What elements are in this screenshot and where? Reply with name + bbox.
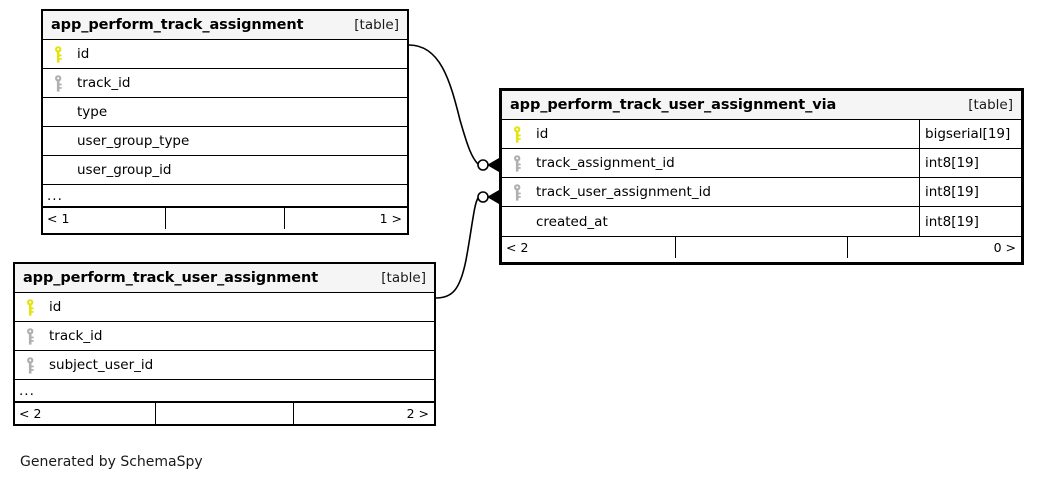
relationship-rel-track-assignment-to-via <box>408 44 499 172</box>
column-name-cell: created_at <box>502 207 919 236</box>
column-name: track_assignment_id <box>536 155 675 171</box>
column-name-cell: type <box>43 98 407 126</box>
column-row-track_user_assignment_id[interactable]: track_user_assignment_id int8[19] <box>502 178 1021 207</box>
table-footer: < 1 1 > <box>43 207 407 229</box>
foreign-key-icon <box>513 154 521 172</box>
table-header: app_perform_track_assignment [table] <box>43 11 407 40</box>
foreign-key-icon <box>26 327 34 345</box>
foreign-key-icon-slot <box>21 327 41 345</box>
column-type: int8[19] <box>919 207 1021 236</box>
primary-key-icon-slot <box>508 125 528 143</box>
column-row-track_assignment_id[interactable]: track_assignment_id int8[19] <box>502 149 1021 178</box>
column-name-cell: track_assignment_id <box>502 149 919 177</box>
column-row-subject_user_id[interactable]: subject_user_id <box>15 351 434 380</box>
column-row-id[interactable]: id <box>15 293 434 322</box>
more-columns-ellipsis: ... <box>43 185 407 207</box>
primary-key-icon-slot <box>49 45 69 63</box>
column-row-track_id[interactable]: track_id <box>43 69 407 98</box>
column-name-cell: id <box>43 40 407 68</box>
column-row-user_group_type[interactable]: user_group_type <box>43 127 407 156</box>
primary-key-icon <box>54 45 62 63</box>
column-name: user_group_id <box>77 162 172 178</box>
column-name-cell: id <box>502 120 919 148</box>
primary-key-icon <box>26 298 34 316</box>
column-name: user_group_type <box>77 133 190 149</box>
table-footer: < 2 0 > <box>502 236 1021 258</box>
column-row-id[interactable]: id bigserial[19] <box>502 120 1021 149</box>
table-kind-label: [table] <box>354 17 399 33</box>
crows-foot-many-marker <box>487 190 499 204</box>
footer-child-count: 2 > <box>406 406 429 421</box>
column-name: track_user_assignment_id <box>536 184 711 200</box>
column-list: id track_id subject_user_id... <box>15 293 434 402</box>
column-name: subject_user_id <box>49 357 154 373</box>
column-name-cell: id <box>15 293 434 321</box>
primary-key-icon <box>513 125 521 143</box>
table-app_perform_track_user_assignment_via[interactable]: app_perform_track_user_assignment_via [ta… <box>499 88 1024 265</box>
column-list: id bigserial[19] track_assignment_id int8[1… <box>502 120 1021 236</box>
relationship-line <box>435 197 479 299</box>
foreign-key-icon <box>54 74 62 92</box>
foreign-key-icon-slot <box>508 183 528 201</box>
table-kind-label: [table] <box>381 270 426 286</box>
optional-zero-marker <box>477 159 489 171</box>
relationship-line <box>408 44 479 165</box>
foreign-key-icon <box>26 356 34 374</box>
table-header: app_perform_track_user_assignment_via [ta… <box>502 91 1021 120</box>
foreign-key-icon-slot <box>21 356 41 374</box>
column-name: type <box>77 104 108 120</box>
generated-by-credit: Generated by SchemaSpy <box>20 454 203 470</box>
more-columns-ellipsis: ... <box>15 380 434 402</box>
column-name: track_id <box>49 328 103 344</box>
column-row-created_at[interactable]: created_at int8[19] <box>502 207 1021 236</box>
table-footer: < 2 2 > <box>15 402 434 424</box>
table-title: app_perform_track_user_assignment <box>23 270 319 286</box>
foreign-key-icon <box>513 183 521 201</box>
footer-middle <box>154 403 295 424</box>
footer-parent-count: < 2 <box>506 240 529 255</box>
primary-key-icon-slot <box>21 298 41 316</box>
table-title: app_perform_track_user_assignment_via <box>510 97 837 113</box>
footer-middle <box>164 208 286 229</box>
column-type: int8[19] <box>919 149 1021 177</box>
table-header: app_perform_track_user_assignment [table] <box>15 264 434 293</box>
column-name: id <box>77 46 90 62</box>
optional-zero-marker <box>477 191 489 203</box>
table-title: app_perform_track_assignment <box>51 17 304 33</box>
column-name: id <box>49 299 62 315</box>
column-row-track_id[interactable]: track_id <box>15 322 434 351</box>
table-app_perform_track_assignment[interactable]: app_perform_track_assignment [table] id tra… <box>41 9 409 235</box>
relationship-rel-track-user-assignment-to-via <box>435 190 499 299</box>
column-name-cell: track_id <box>15 322 434 350</box>
footer-child-count: 1 > <box>379 211 402 226</box>
footer-child-count: 0 > <box>993 240 1016 255</box>
column-row-user_group_id[interactable]: user_group_id <box>43 156 407 185</box>
column-name: track_id <box>77 75 131 91</box>
table-app_perform_track_user_assignment[interactable]: app_perform_track_user_assignment [table]… <box>13 262 436 426</box>
foreign-key-icon-slot <box>508 154 528 172</box>
column-row-type[interactable]: type <box>43 98 407 127</box>
table-kind-label: [table] <box>968 97 1013 113</box>
column-name-cell: user_group_id <box>43 156 407 184</box>
column-row-id[interactable]: id <box>43 40 407 69</box>
crows-foot-many-marker <box>487 158 499 172</box>
column-type: int8[19] <box>919 178 1021 206</box>
column-name-cell: subject_user_id <box>15 351 434 379</box>
footer-parent-count: < 2 <box>19 406 42 421</box>
footer-parent-count: < 1 <box>47 211 70 226</box>
column-type: bigserial[19] <box>919 120 1021 148</box>
column-name: id <box>536 126 549 142</box>
column-name-cell: track_user_assignment_id <box>502 178 919 206</box>
footer-middle <box>675 237 848 258</box>
column-name: created_at <box>536 213 608 230</box>
column-name-cell: user_group_type <box>43 127 407 155</box>
column-name-cell: track_id <box>43 69 407 97</box>
foreign-key-icon-slot <box>49 74 69 92</box>
